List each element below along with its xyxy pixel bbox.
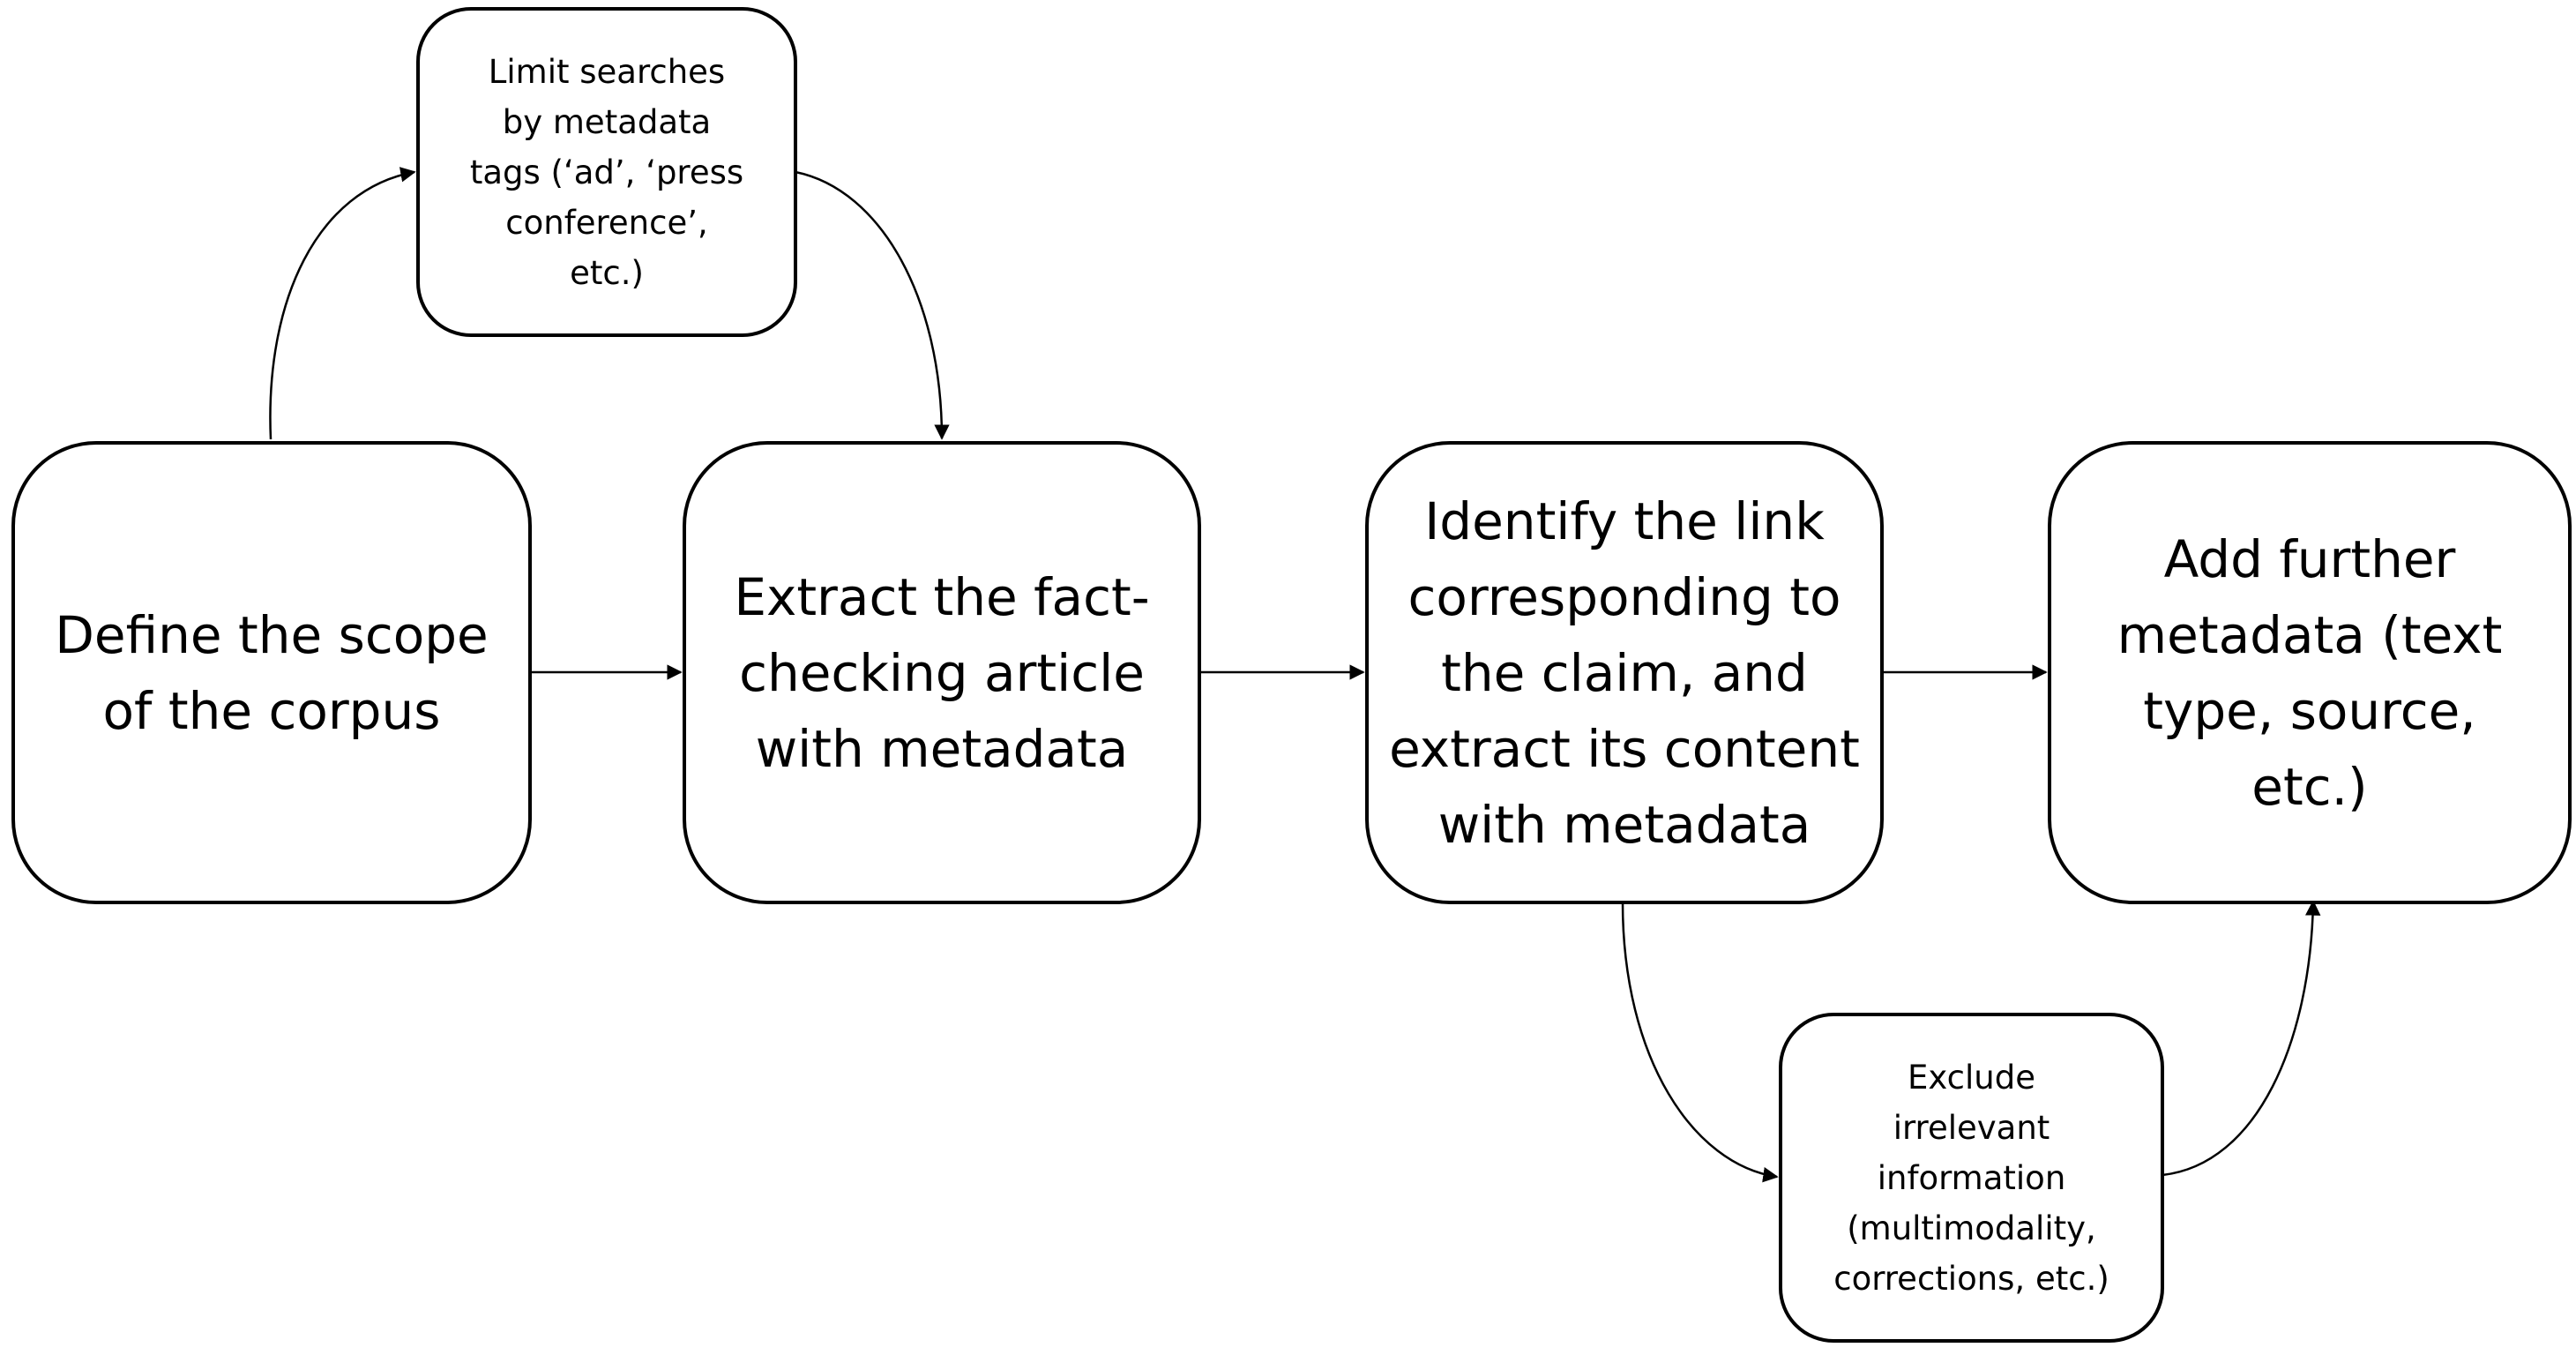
arrow-limit-to-extract [795,170,950,440]
define-scope-node: Define the scope of the corpus [11,441,532,904]
arrow-define-to-limit [269,167,416,440]
arrow-exclude-to-add [2162,900,2321,1177]
define-scope-label: Define the scope of the corpus [55,604,489,741]
limit-searches-node: Limit searches by metadata tags (‘ad’, ‘… [416,7,797,337]
add-metadata-label: Add further metadata (text type, source,… [2117,528,2503,817]
limit-searches-label: Limit searches by metadata tags (‘ad’, ‘… [469,52,744,292]
exclude-info-node: Exclude irrelevant information (multimod… [1779,1013,2164,1343]
exclude-info-label: Exclude irrelevant information (multimod… [1833,1058,2109,1298]
extract-article-node: Extract the fact- checking article with … [683,441,1201,904]
add-metadata-node: Add further metadata (text type, source,… [2048,441,2572,904]
identify-link-node: Identify the link corresponding to the c… [1365,441,1884,904]
arrow-identify-to-exclude [1621,902,1779,1183]
identify-link-label: Identify the link corresponding to the c… [1389,490,1860,855]
extract-article-label: Extract the fact- checking article with … [734,566,1150,779]
